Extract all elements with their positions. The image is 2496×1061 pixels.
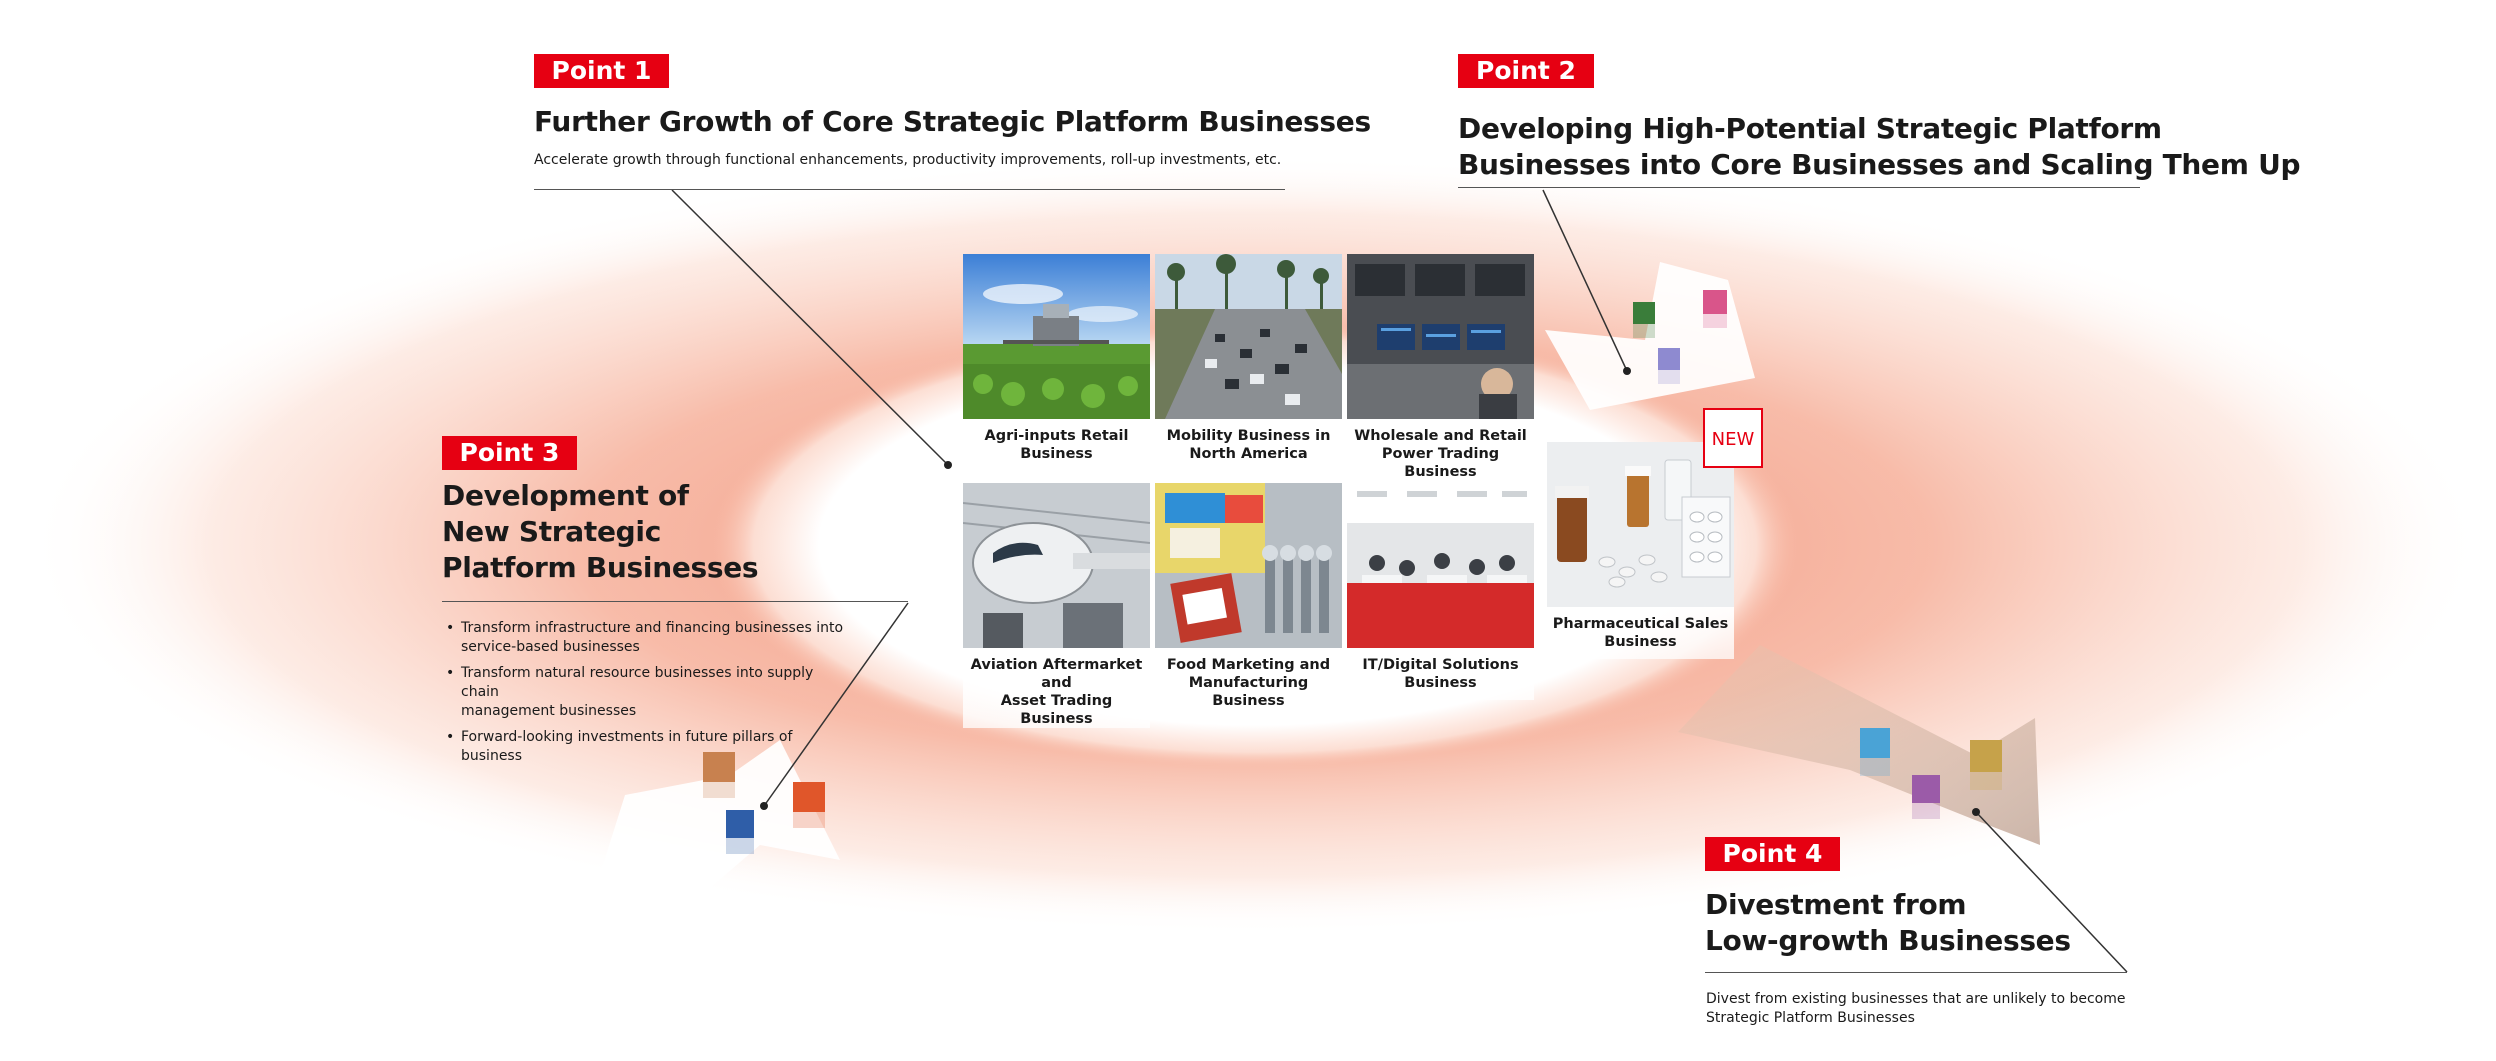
tile-aviation-line1: Aviation Aftermarket and <box>970 657 1143 691</box>
point1-badge: Point 1 <box>534 54 669 88</box>
point4-outward-beam <box>1678 645 2040 845</box>
point3-bullet-1-line2: service-based businesses <box>461 639 640 655</box>
square-gold-icon <box>1970 740 2002 772</box>
point3-leader-dot <box>760 802 768 810</box>
point3-title-line2: New Strategic <box>442 515 662 548</box>
point3-bullet-2: Transform natural resource businesses in… <box>444 664 844 721</box>
point4-title: Divestment from Low-growth Businesses <box>1705 887 2071 959</box>
pharma-photo <box>1547 442 1734 607</box>
point4-description: Divest from existing businesses that are… <box>1706 990 2126 1028</box>
new-badge: NEW <box>1703 408 1763 468</box>
point3-bullet-3: Forward-looking investments in future pi… <box>444 728 844 766</box>
square-skyblue-reflection <box>1860 758 1890 776</box>
tile-mobility-label: Mobility Business in North America <box>1155 419 1342 471</box>
square-purple-reflection <box>1912 803 1940 819</box>
office-photo <box>1347 483 1534 648</box>
point1-description: Accelerate growth through functional enh… <box>534 152 1282 168</box>
point3-title-line1: Development of <box>442 479 689 512</box>
tile-aviation-line2: Asset Trading Business <box>1000 693 1113 727</box>
square-pink-reflection <box>1703 314 1727 328</box>
point2-badge: Point 2 <box>1458 54 1594 88</box>
point2-arrow-burst <box>1545 262 1755 410</box>
tile-mobility-line2: North America <box>1189 446 1308 462</box>
food-products-photo <box>1155 483 1342 648</box>
point4-desc-line1: Divest from existing businesses that are… <box>1706 991 2126 1007</box>
tile-food-marketing-line1: Food Marketing and <box>1166 657 1331 673</box>
point3-underline <box>442 601 908 602</box>
tile-mobility-line1: Mobility Business in <box>1166 428 1331 444</box>
point4-title-line2: Low-growth Businesses <box>1705 924 2071 957</box>
square-green-reflection <box>1633 324 1655 338</box>
point2-underline <box>1458 187 2140 188</box>
square-blue-reflection <box>726 838 754 854</box>
point2-title: Developing High-Potential Strategic Plat… <box>1458 111 2301 183</box>
point1-title: Further Growth of Core Strategic Platfor… <box>534 105 1371 138</box>
square-green-icon <box>1633 302 1655 324</box>
point2-title-line1: Developing High-Potential Strategic Plat… <box>1458 112 2162 145</box>
point1-leader-dot <box>944 461 952 469</box>
agri-field-photo <box>963 254 1150 419</box>
square-gold-reflection <box>1970 772 2002 790</box>
point2-leader-dot <box>1623 367 1631 375</box>
tile-power-trading-line1: Wholesale and Retail <box>1354 428 1527 444</box>
square-pink-icon <box>1703 290 1727 314</box>
point3-bullet-2-line2: management businesses <box>461 703 637 719</box>
point3-title: Development of New Strategic Platform Bu… <box>442 478 759 586</box>
point3-badge: Point 3 <box>442 436 577 470</box>
square-skyblue-icon <box>1860 728 1890 758</box>
point3-arrow-burst <box>595 740 840 905</box>
tile-agri-inputs-line2: Business <box>1020 446 1093 462</box>
tile-food-marketing-line3: Business <box>1212 693 1285 709</box>
square-orange-reflection <box>793 812 825 828</box>
tile-mobility: Mobility Business in North America <box>1155 254 1342 471</box>
tile-pharmaceutical-line1: Pharmaceutical Sales <box>1552 616 1729 632</box>
point3-bullet-list: Transform infrastructure and financing b… <box>444 619 844 773</box>
trading-room-photo <box>1347 254 1534 419</box>
tile-agri-inputs-line1: Agri-inputs Retail <box>984 428 1129 444</box>
point4-badge: Point 4 <box>1705 837 1840 871</box>
aircraft-hangar-photo <box>963 483 1150 648</box>
point2-title-line2: Businesses into Core Businesses and Scal… <box>1458 148 2301 181</box>
tile-food-marketing-line2: Manufacturing <box>1188 675 1309 691</box>
square-brown-reflection <box>703 782 735 798</box>
point4-underline <box>1705 972 2127 973</box>
point3-bullet-1: Transform infrastructure and financing b… <box>444 619 844 657</box>
square-lavender-icon <box>1658 348 1680 370</box>
tile-it-digital-line1: IT/Digital Solutions <box>1362 657 1519 673</box>
tile-pharmaceutical-line2: Business <box>1604 634 1677 650</box>
square-lavender-reflection <box>1658 370 1680 384</box>
square-purple-icon <box>1912 775 1940 803</box>
point3-title-line3: Platform Businesses <box>442 551 759 584</box>
point1-leader-line <box>671 189 949 466</box>
point3-bullet-1-line1: Transform infrastructure and financing b… <box>461 620 844 636</box>
point4-leader-line <box>1975 811 2128 973</box>
highway-photo <box>1155 254 1342 419</box>
tile-it-digital-line2: Business <box>1404 675 1477 691</box>
tile-power-trading-line2: Power Trading Business <box>1381 446 1500 480</box>
point3-bullet-3-line1: Forward-looking investments in future pi… <box>461 729 793 745</box>
point4-title-line1: Divestment from <box>1705 888 1967 921</box>
point2-leader-line <box>1542 189 1628 372</box>
point3-bullet-2-line1: Transform natural resource businesses in… <box>461 665 814 700</box>
point3-bullet-3-line2: business <box>461 748 523 764</box>
point1-underline <box>534 189 1285 190</box>
point4-desc-line2: Strategic Platform Businesses <box>1706 1010 1915 1026</box>
square-orange-icon <box>793 782 825 812</box>
point4-leader-dot <box>1972 808 1980 816</box>
square-blue-icon <box>726 810 754 838</box>
